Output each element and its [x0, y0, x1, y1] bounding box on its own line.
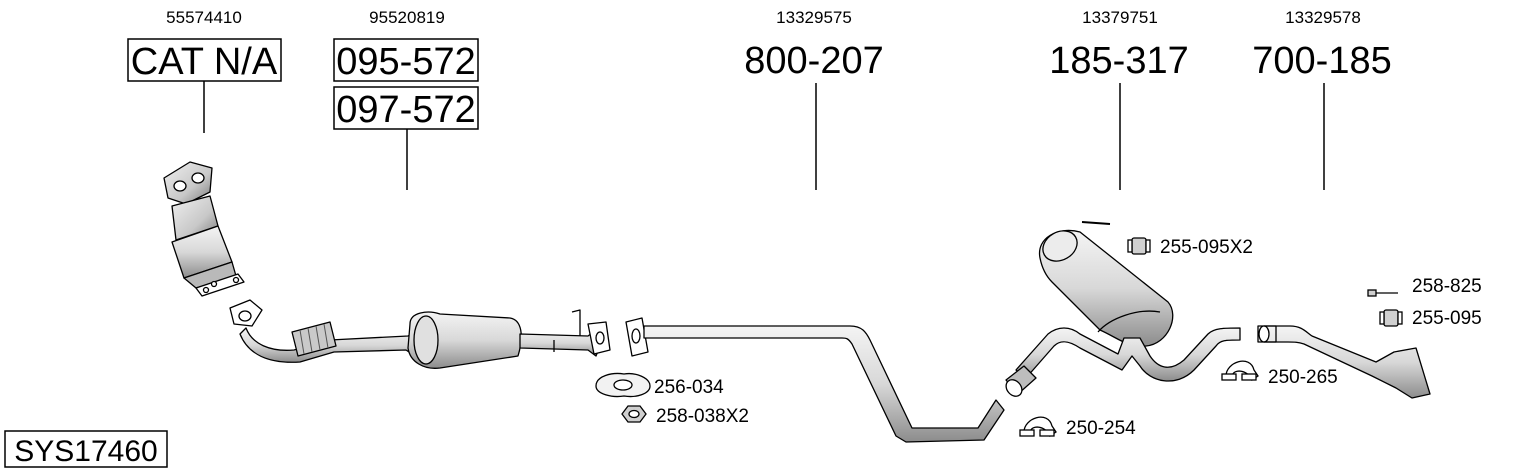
- accessory-code[interactable]: 255-095X2: [1160, 237, 1253, 258]
- nut-icon: [621, 405, 647, 423]
- part-number[interactable]: 185-317: [1049, 40, 1188, 82]
- oe-number: 13329578: [1285, 8, 1361, 27]
- clamp-icon: [1221, 360, 1259, 381]
- accessory-code[interactable]: 256-034: [654, 377, 724, 398]
- catalytic-converter-drawing[interactable]: [163, 161, 245, 297]
- oe-number: 13329575: [776, 8, 852, 27]
- gasket-icon: [595, 372, 651, 398]
- part-number-box: [127, 38, 282, 82]
- oe-number: 55574410: [166, 8, 242, 27]
- accessory-code[interactable]: 255-095: [1412, 308, 1482, 329]
- accessory-code[interactable]: 258-038X2: [656, 406, 749, 427]
- intermediate-pipe-drawing[interactable]: [625, 317, 1005, 443]
- column-intermediate-pipe: 13329575 800-207: [744, 8, 884, 190]
- accessory-code[interactable]: 250-265: [1268, 367, 1338, 388]
- tail-pipe-drawing[interactable]: [1257, 325, 1431, 399]
- accessory-code[interactable]: 250-254: [1066, 418, 1136, 439]
- rubber-mount-icon: [1379, 309, 1403, 327]
- oe-number: 95520819: [369, 8, 445, 27]
- clamp-icon: [1019, 416, 1057, 437]
- part-number[interactable]: CAT N/A: [131, 41, 278, 83]
- part-number[interactable]: 800-207: [744, 40, 883, 82]
- rubber-mount-icon: [1127, 237, 1151, 255]
- part-number-box: [333, 38, 479, 82]
- part-number[interactable]: 095-572: [336, 41, 475, 83]
- part-number[interactable]: 097-572: [336, 89, 475, 131]
- part-number[interactable]: 700-185: [1252, 40, 1391, 82]
- column-tail-pipe: 13329578 700-185: [1252, 8, 1392, 190]
- rear-silencer-drawing[interactable]: [1003, 221, 1241, 399]
- bolt-icon: [1367, 289, 1398, 297]
- column-front-pipe: 95520819 095-572 097-572: [333, 8, 479, 190]
- column-rear-silencer: 13379751 185-317: [1049, 8, 1189, 190]
- accessory-code[interactable]: 258-825: [1412, 276, 1482, 297]
- system-code: SYS17460: [14, 435, 157, 468]
- column-catalyst: 55574410 CAT N/A: [127, 8, 282, 133]
- part-number-box: [333, 86, 479, 130]
- oe-number: 13379751: [1082, 8, 1158, 27]
- system-code-box: [4, 430, 168, 468]
- front-pipe-drawing[interactable]: [229, 299, 611, 369]
